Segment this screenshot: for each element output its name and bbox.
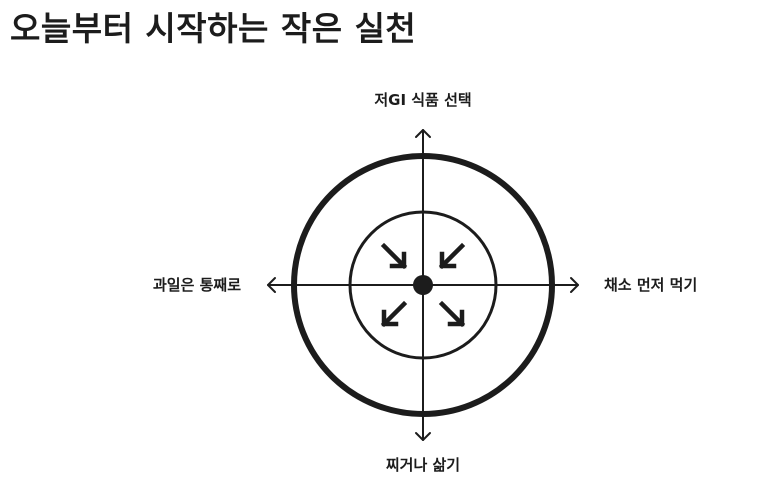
label-bottom: 찌거나 삶기 [385, 456, 461, 474]
page-title: 오늘부터 시작하는 작은 실천 [10, 9, 417, 48]
label-top: 저GI 식품 선택 [374, 91, 472, 109]
center-dot [413, 275, 433, 295]
label-right: 채소 먼저 먹기 [604, 276, 698, 294]
arrow-up-icon [415, 129, 431, 138]
arrow-down-icon [415, 432, 431, 441]
arrow-right-icon [570, 277, 579, 293]
label-left: 과일은 통째로 [152, 276, 241, 294]
arrow-left-icon [267, 277, 276, 293]
converging-arrows-icon [380, 242, 466, 328]
